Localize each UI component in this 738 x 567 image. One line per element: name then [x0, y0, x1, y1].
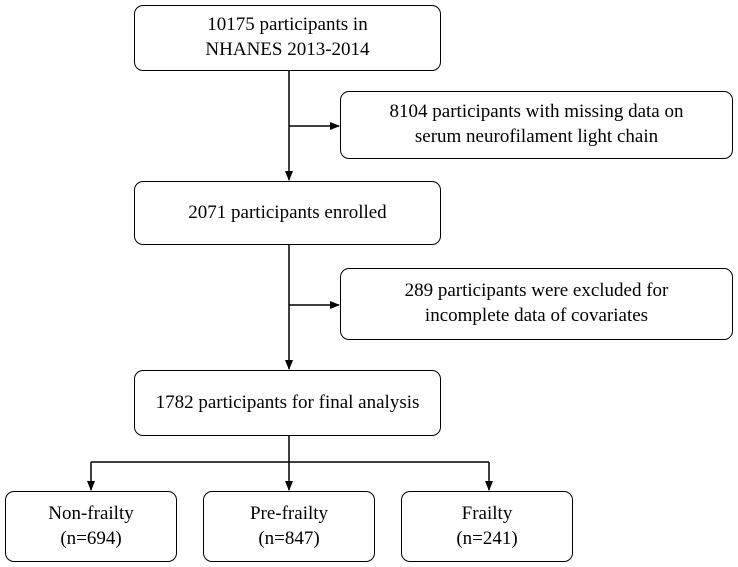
group-box-frailty: Frailty (n=241): [401, 491, 573, 562]
group-label-pre-frailty: Pre-frailty: [249, 502, 329, 524]
group-label-non-frailty: Non-frailty: [48, 502, 134, 524]
group-label-frailty: Frailty: [461, 502, 513, 524]
final-text: 1782 participants for final analysis: [155, 391, 420, 413]
exclusion-box-1: 8104 participants with missing data on s…: [340, 91, 733, 159]
final-analysis-box: 1782 participants for final analysis: [134, 370, 441, 436]
group-box-pre-frailty: Pre-frailty (n=847): [203, 491, 375, 562]
exclusion-2-line-2: incomplete data of covariates: [424, 305, 649, 326]
exclusion-1-line-2: serum neurofilament light chain: [414, 126, 659, 147]
exclusion-1-line-1: 8104 participants with missing data on: [389, 101, 684, 123]
group-count-pre-frailty: (n=847): [258, 527, 320, 549]
group-box-non-frailty: Non-frailty (n=694): [5, 491, 177, 562]
exclusion-2-line-1: 289 participants were excluded for: [404, 280, 669, 302]
start-box: 10175 participants in NHANES 2013-2014: [134, 5, 441, 71]
group-count-frailty: (n=241): [456, 527, 518, 549]
start-line-2: NHANES 2013-2014: [205, 39, 370, 60]
group-count-non-frailty: (n=694): [60, 527, 122, 549]
start-line-1: 10175 participants in: [207, 14, 368, 36]
enrolled-box: 2071 participants enrolled: [134, 181, 441, 245]
exclusion-box-2: 289 participants were excluded for incom…: [340, 268, 733, 340]
enrolled-text: 2071 participants enrolled: [188, 201, 387, 223]
